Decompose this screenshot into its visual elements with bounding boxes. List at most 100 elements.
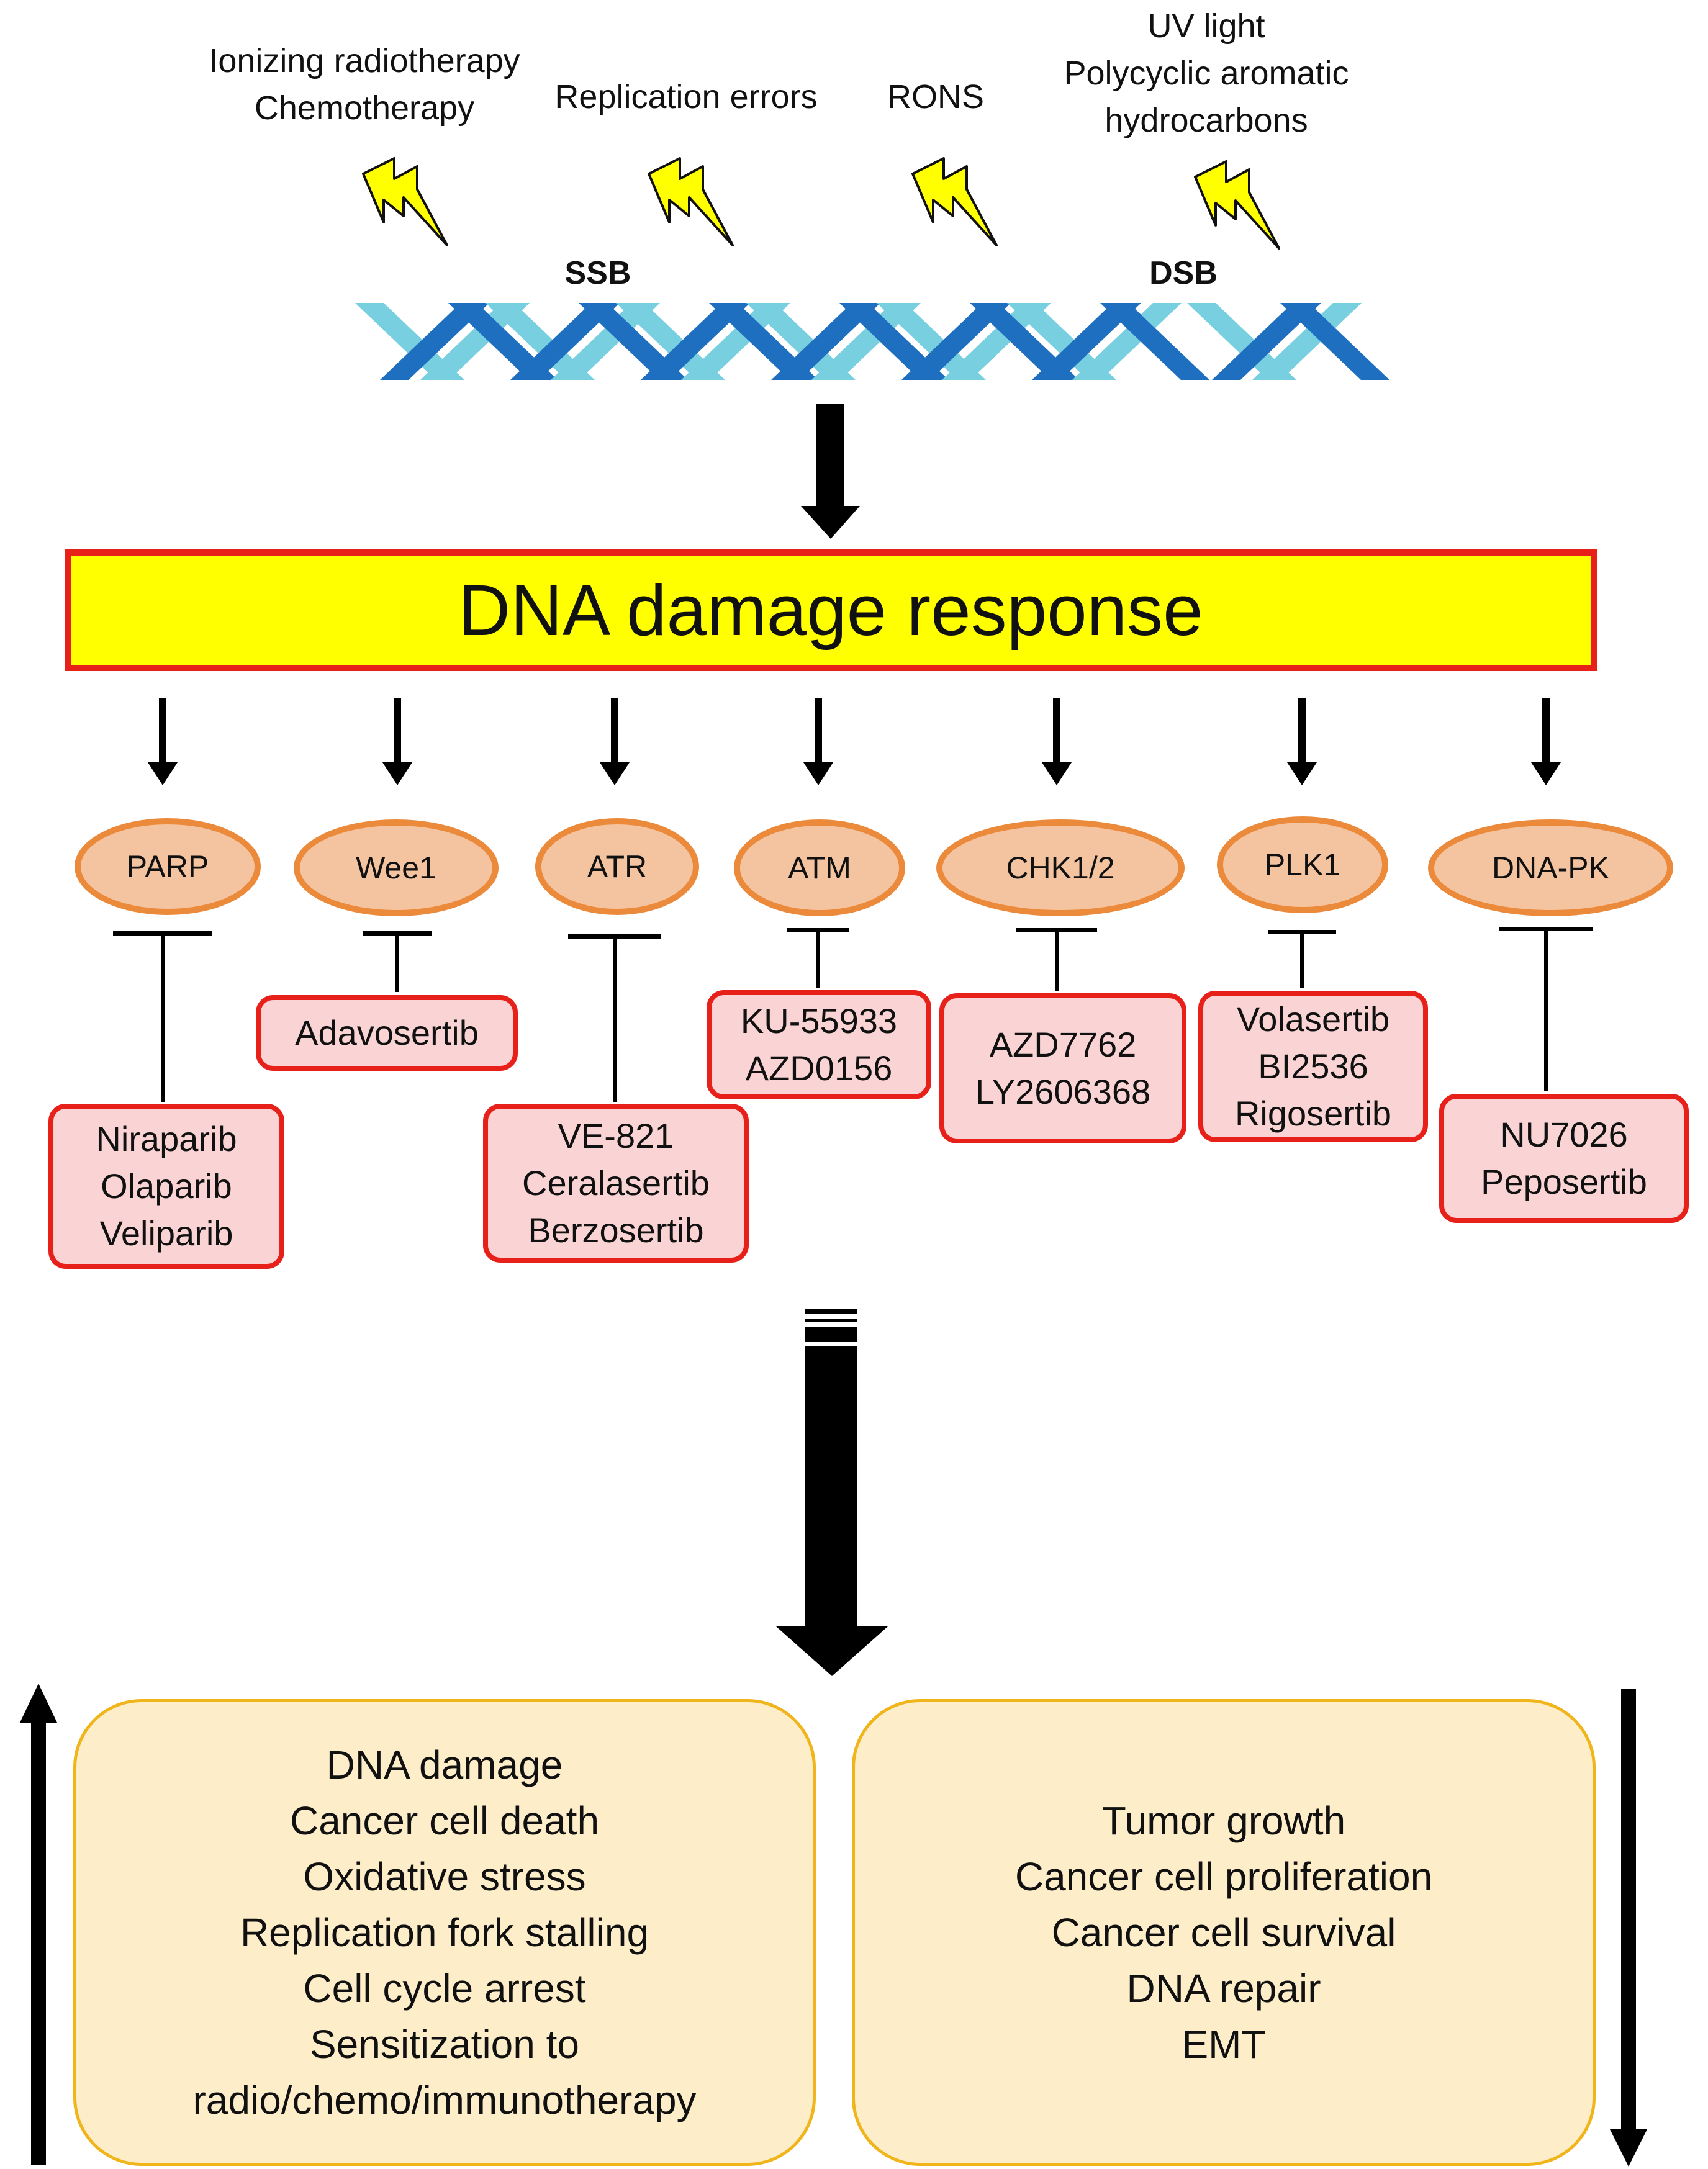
damage-source-line: Chemotherapy — [254, 89, 475, 127]
damage-source-line: Replication errors — [554, 78, 818, 115]
damage-source-ionizing: Ionizing radiotherapy Chemotherapy — [209, 37, 520, 132]
damage-source-line: hydrocarbons — [1105, 102, 1308, 139]
target-label: PLK1 — [1264, 847, 1341, 882]
dna-strand-segment — [1212, 303, 1321, 380]
outcome-item: radio/chemo/immunotherapy — [192, 2078, 697, 2122]
inhibitor-box-atm: KU-55933 AZD0156 — [707, 990, 931, 1099]
target-label: Wee1 — [356, 850, 436, 885]
dna-damage-response-label: DNA damage response — [458, 570, 1203, 651]
activation-arrow-shaft — [611, 698, 618, 765]
inhibition-line — [1300, 930, 1304, 988]
activation-arrow-shaft — [815, 698, 822, 765]
dna-strand-segment — [486, 303, 595, 380]
ssb-label: SSB — [564, 255, 631, 291]
dna-strand-segment — [1187, 303, 1296, 380]
inhibitor-box-wee1: Adavosertib — [256, 995, 518, 1071]
dna-strand-segment — [616, 303, 725, 380]
dna-strand-segment — [811, 303, 921, 380]
inhibitor-name: AZD0156 — [745, 1048, 893, 1088]
damage-source-rons: RONS — [887, 73, 984, 120]
inhibitor-name: AZD7762 — [989, 1025, 1137, 1064]
dna-strand-segment — [1007, 303, 1116, 380]
dna-strand-segment — [877, 303, 986, 380]
target-dna-pk: DNA-PK — [1428, 819, 1673, 916]
activation-arrow-head — [1287, 762, 1317, 785]
target-parp: PARP — [75, 818, 261, 915]
decrease-arrow — [1610, 1689, 1647, 2167]
dna-strand-segment — [681, 303, 790, 380]
inhibitor-box-dna-pk: NU7026 Peposertib — [1439, 1094, 1689, 1223]
dna-strand-segment — [641, 303, 750, 380]
inhibitor-name: NU7026 — [1500, 1115, 1628, 1154]
dna-strand-segment — [839, 303, 949, 380]
inhibitor-name: Veliparib — [99, 1214, 233, 1253]
outcome-item: Cell cycle arrest — [303, 1966, 586, 2011]
inhibitor-box-chk1-2: AZD7762 LY2606368 — [939, 993, 1186, 1143]
lightning-bolt-icon — [911, 157, 998, 246]
inhibitor-box-atr: VE-821 Ceralasertib Berzosertib — [483, 1104, 749, 1263]
target-wee1: Wee1 — [294, 819, 499, 916]
inhibition-line — [161, 931, 165, 1102]
outcome-item: EMT — [1182, 2022, 1266, 2067]
dna-strand-segment — [1072, 303, 1182, 380]
damage-source-uv: UV light Polycyclic aromatic hydrocarbon… — [1064, 2, 1349, 144]
target-chk1-2: CHK1/2 — [936, 819, 1185, 916]
damage-source-line: Polycyclic aromatic — [1064, 55, 1349, 92]
outcome-item: Tumor growth — [1101, 1798, 1346, 1843]
dna-strand-segment — [746, 303, 856, 380]
target-plk1: PLK1 — [1217, 816, 1388, 913]
dna-strand-segment — [709, 303, 818, 380]
outcome-item: DNA repair — [1126, 1966, 1321, 2011]
inhibition-line — [613, 934, 617, 1102]
dna-strand-segment — [380, 303, 489, 380]
dna-damage-response-box: DNA damage response — [65, 549, 1597, 671]
dna-strand-segment — [1100, 303, 1209, 380]
activation-arrow-shaft — [159, 698, 166, 765]
inhibition-line — [1055, 928, 1059, 991]
damage-source-replication: Replication errors — [554, 73, 817, 120]
inhibitor-name: Niraparib — [96, 1119, 237, 1158]
outcome-item: DNA damage — [326, 1743, 563, 1787]
inhibitor-box-parp: Niraparib Olaparib Veliparib — [48, 1104, 284, 1269]
outcome-item: Cancer cell survival — [1051, 1910, 1396, 1955]
activation-arrow-shaft — [1053, 698, 1060, 765]
dna-strand-segment — [420, 303, 530, 380]
inhibition-line — [816, 928, 820, 988]
decreased-outcomes-box: Tumor growth Cancer cell proliferation C… — [852, 1699, 1596, 2166]
dna-strand-segment — [1032, 303, 1141, 380]
dna-strand-segment — [355, 303, 464, 380]
outcome-item: Replication fork stalling — [240, 1910, 649, 1955]
dna-strand-segment — [970, 303, 1079, 380]
outcome-arrow-down — [776, 1309, 888, 1676]
activation-arrow-head — [1042, 762, 1072, 785]
inhibitor-name: KU-55933 — [740, 1001, 898, 1040]
inhibition-line — [1544, 927, 1548, 1091]
inhibitor-name: BI2536 — [1258, 1047, 1368, 1086]
activation-arrow-shaft — [1542, 698, 1550, 765]
outcome-item: Oxidative stress — [303, 1854, 586, 1899]
target-atr: ATR — [535, 818, 699, 915]
activation-arrow-head — [382, 762, 412, 785]
dna-strand-segment — [510, 303, 620, 380]
target-label: ATR — [587, 849, 648, 884]
inhibitor-name: Volasertib — [1237, 999, 1389, 1039]
main-arrow-down — [801, 404, 860, 539]
inhibitor-name: Peposertib — [1481, 1162, 1647, 1201]
lightning-bolt-icon — [362, 157, 448, 246]
inhibitor-name: Olaparib — [101, 1166, 232, 1206]
target-atm: ATM — [734, 819, 905, 916]
inhibition-line — [395, 931, 399, 992]
target-label: PARP — [126, 849, 209, 884]
inhibitor-name: Berzosertib — [528, 1211, 704, 1250]
dna-strand-segment — [1280, 303, 1389, 380]
dna-strand-segment — [771, 303, 880, 380]
activation-arrow-head — [803, 762, 833, 785]
lightning-bolt-icon — [1194, 160, 1280, 250]
increase-arrow — [20, 1684, 57, 2165]
inhibitor-name: LY2606368 — [975, 1072, 1151, 1111]
outcome-item: Sensitization to — [309, 2022, 580, 2067]
activation-arrow-head — [148, 762, 178, 785]
target-label: CHK1/2 — [1006, 850, 1115, 885]
